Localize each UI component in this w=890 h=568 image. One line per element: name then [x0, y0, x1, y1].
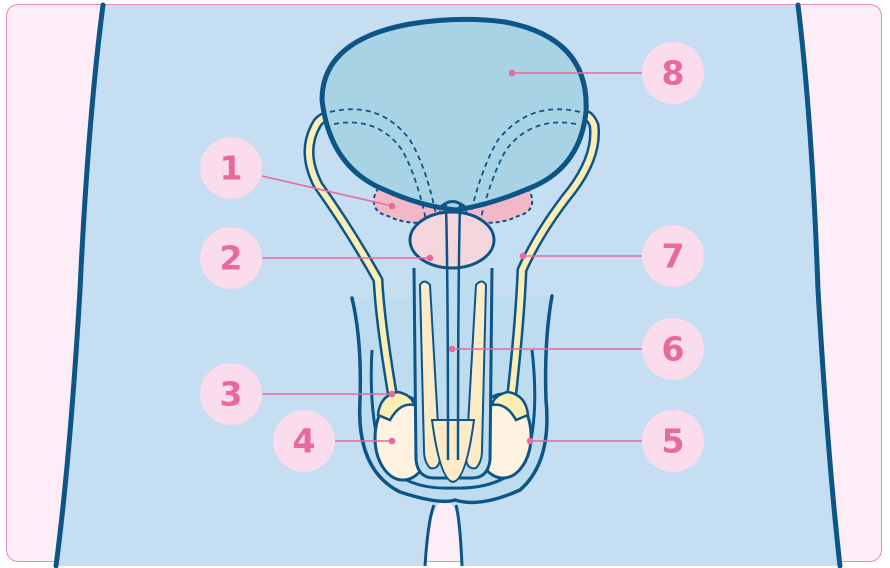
- label-6: 6: [642, 318, 704, 380]
- svg-text:2: 2: [220, 239, 243, 278]
- svg-text:3: 3: [220, 375, 243, 414]
- label-1: 1: [200, 137, 262, 199]
- svg-text:5: 5: [662, 422, 685, 461]
- label-8: 8: [642, 42, 704, 104]
- svg-text:1: 1: [220, 149, 243, 188]
- label-3: 3: [200, 363, 262, 425]
- svg-text:7: 7: [662, 237, 685, 276]
- prostate: [410, 212, 494, 268]
- svg-text:8: 8: [662, 54, 685, 93]
- label-7: 7: [642, 225, 704, 287]
- label-4: 4: [273, 410, 335, 472]
- svg-text:6: 6: [662, 330, 685, 369]
- svg-text:4: 4: [293, 422, 316, 461]
- label-2: 2: [200, 227, 262, 289]
- label-5: 5: [642, 410, 704, 472]
